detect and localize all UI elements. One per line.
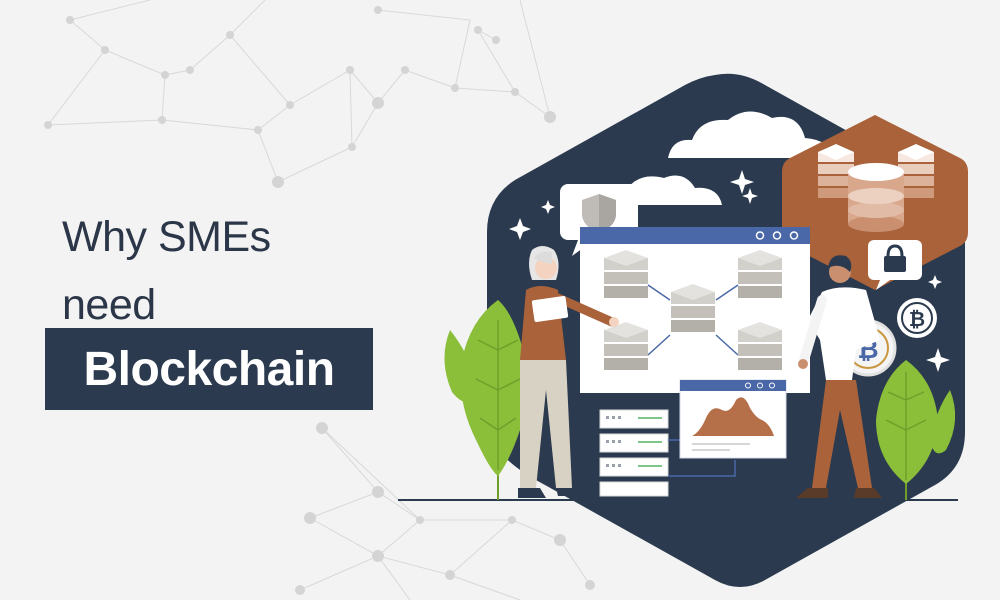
area-chart-icon	[692, 397, 774, 436]
svg-text:₿: ₿	[909, 307, 925, 331]
area-chart-window	[679, 379, 787, 459]
plant-right	[876, 360, 956, 500]
headline-line-1: Why SMEs	[62, 213, 271, 261]
server-block-icon	[604, 250, 782, 370]
database-stack-left	[818, 144, 854, 198]
network-nodes-top	[44, 6, 556, 188]
sparkle-icon	[509, 170, 950, 372]
database-stack-right	[898, 144, 934, 198]
padlock-icon	[884, 244, 906, 272]
man-figure	[796, 255, 882, 498]
network-mesh-top	[46, 0, 551, 183]
database-cylinders-center	[848, 163, 904, 232]
block-links	[647, 284, 739, 356]
bitcoin-coin-icon: ₿	[897, 298, 937, 338]
chart-lines	[692, 443, 750, 451]
network-nodes-bottom	[295, 422, 595, 595]
headline-line-2: need	[62, 281, 156, 329]
cloud-top	[668, 111, 835, 158]
server-rack	[599, 395, 736, 497]
woman-figure	[518, 246, 619, 498]
headline-highlight-banner: Blockchain	[45, 328, 373, 410]
plant-left	[444, 300, 528, 500]
headline-highlight-text: Blockchain	[83, 342, 335, 396]
